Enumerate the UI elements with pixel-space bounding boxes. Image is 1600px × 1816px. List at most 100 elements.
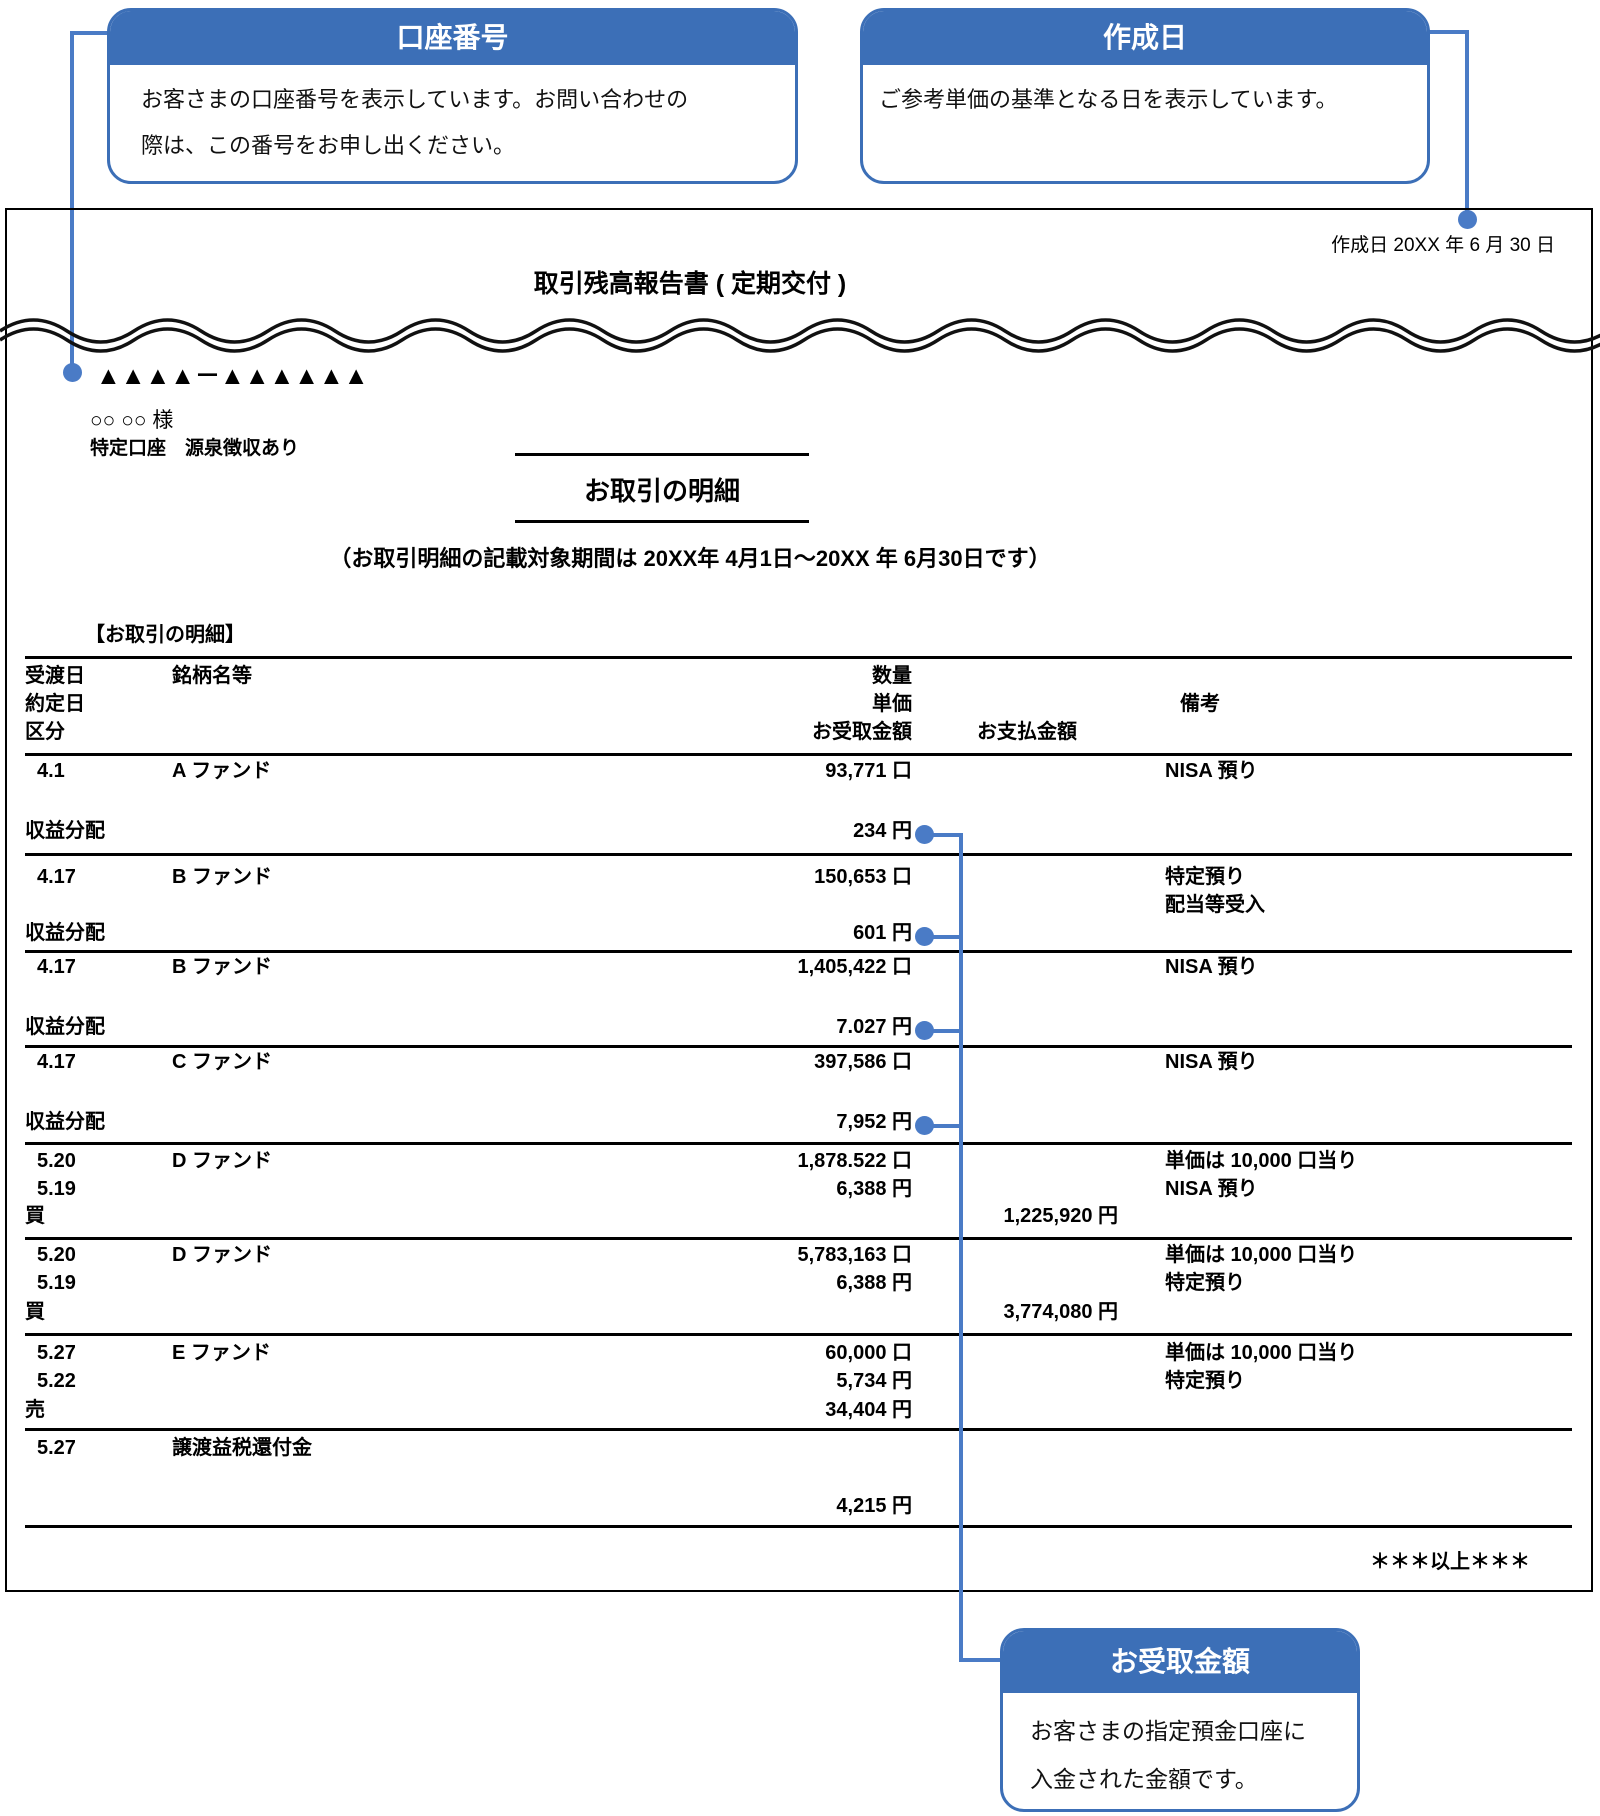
- connector-line: [959, 833, 963, 1662]
- connector-line: [924, 1124, 963, 1128]
- connector-line: [1465, 30, 1469, 215]
- cell-note: 単価は 10,000 口当り: [1165, 1150, 1358, 1172]
- table-row-line: 収益分配 601 円: [25, 918, 1572, 948]
- table-rule: [25, 1237, 1572, 1240]
- cell-payment: 3,774,080 円: [1003, 1301, 1118, 1323]
- cell-name: C ファンド: [172, 1051, 272, 1073]
- section-title-rule-top: [515, 453, 809, 456]
- callout-receipt-amount-title: お受取金額: [1003, 1631, 1357, 1693]
- callout-account-number-body-line2: 際は、この番号をお申し出ください。: [141, 133, 516, 158]
- table-row-line: 収益分配 7,952 円: [25, 1107, 1572, 1137]
- cell-receipt: 601 円: [853, 922, 912, 944]
- cell-note: 特定預り: [1165, 866, 1245, 888]
- cell-category: 収益分配: [25, 922, 105, 944]
- cell-category: 収益分配: [25, 820, 105, 842]
- connector-line: [70, 31, 110, 35]
- table-row-line: 4,215 円: [25, 1491, 1572, 1521]
- cell-quantity: 5,783,163 口: [797, 1244, 912, 1266]
- table-rule: [25, 1525, 1572, 1528]
- cell-category: 収益分配: [25, 1111, 105, 1133]
- cell-category: 売: [25, 1399, 45, 1421]
- callout-account-number: 口座番号 お客さまの口座番号を表示しています。お問い合わせの 際は、この番号をお…: [107, 8, 798, 184]
- connector-line: [70, 31, 74, 365]
- connector-dot: [63, 363, 82, 382]
- cell-quantity: 60,000 口: [825, 1342, 912, 1364]
- table-row-line: 収益分配 234 円: [25, 816, 1572, 846]
- callout-account-number-body-line1: お客さまの口座番号を表示しています。お問い合わせの: [141, 87, 689, 112]
- cell-date: 4.17: [37, 866, 76, 888]
- table-row-line: 4.17 B ファンド 1,405,422 口 NISA 預り: [25, 952, 1572, 982]
- cell-unit-price: 6,388 円: [836, 1272, 912, 1294]
- callout-creation-date: 作成日 ご参考単価の基準となる日を表示しています。: [860, 8, 1430, 184]
- cell-note: NISA 預り: [1165, 956, 1258, 978]
- header-delivery-date: 受渡日: [25, 665, 85, 687]
- cell-category: 買: [25, 1301, 45, 1323]
- cell-note: 特定預り: [1165, 1272, 1245, 1294]
- cell-category: 収益分配: [25, 1016, 105, 1038]
- callout-creation-date-body: ご参考単価の基準となる日を表示しています。: [879, 87, 1338, 112]
- cell-note: NISA 預り: [1165, 1178, 1258, 1200]
- doc-account-type: 特定口座 源泉徴収あり: [90, 438, 300, 459]
- table-header-line2: 約定日 単価 備考: [25, 689, 1572, 719]
- table-header-line3: 区分 お受取金額 お支払金額: [25, 717, 1572, 747]
- cell-receipt: 7.027 円: [836, 1016, 912, 1038]
- table-row-line: 5.19 6,388 円 特定預り: [25, 1268, 1572, 1298]
- table-rule: [25, 1333, 1572, 1336]
- cell-date: 4.1: [37, 760, 65, 782]
- table-row-line: 5.19 6,388 円 NISA 預り: [25, 1174, 1572, 1204]
- table-row-line: 収益分配 7.027 円: [25, 1012, 1572, 1042]
- table-rule: [25, 950, 1572, 953]
- cell-name: E ファンド: [172, 1342, 271, 1364]
- cell-note: 特定預り: [1165, 1370, 1245, 1392]
- table-header-line1: 受渡日 銘柄名等 数量: [25, 661, 1572, 691]
- table-row-line: 5.27 E ファンド 60,000 口 単価は 10,000 口当り: [25, 1338, 1572, 1368]
- cell-quantity: 150,653 口: [814, 866, 912, 888]
- cell-date: 4.17: [37, 956, 76, 978]
- connector-dot: [915, 927, 934, 946]
- cell-date: 5.27: [37, 1437, 76, 1459]
- connector-line: [959, 1658, 1004, 1662]
- cell-note: 単価は 10,000 口当り: [1165, 1342, 1358, 1364]
- table-row-line: 買 1,225,920 円: [25, 1201, 1572, 1231]
- callout-receipt-amount-body: お客さまの指定預金口座に 入金された金額です。: [1003, 1693, 1357, 1803]
- table-rule: [25, 853, 1572, 856]
- connector-line: [924, 1029, 963, 1033]
- callout-account-number-body: お客さまの口座番号を表示しています。お問い合わせの 際は、この番号をお申し出くだ…: [110, 65, 795, 169]
- cell-quantity: 93,771 口: [825, 760, 912, 782]
- cell-unit-price: 6,388 円: [836, 1178, 912, 1200]
- cell-date: 5.19: [37, 1272, 76, 1294]
- cell-date: 5.20: [37, 1244, 76, 1266]
- cell-name: D ファンド: [172, 1150, 272, 1172]
- cell-note: 単価は 10,000 口当り: [1165, 1244, 1358, 1266]
- cell-receipt: 4,215 円: [836, 1495, 912, 1517]
- table-row-line: 配当等受入: [25, 890, 1572, 920]
- cell-name: B ファンド: [172, 956, 272, 978]
- header-quantity: 数量: [872, 665, 912, 687]
- table-row-line: 5.20 D ファンド 1,878.522 口 単価は 10,000 口当り: [25, 1146, 1572, 1176]
- connector-line: [924, 833, 963, 837]
- header-remarks: 備考: [1180, 693, 1220, 715]
- header-trade-date: 約定日: [25, 693, 85, 715]
- table-row-line: 売 34,404 円: [25, 1395, 1572, 1425]
- connector-dot: [915, 1021, 934, 1040]
- callout-receipt-amount-body-line2: 入金された金額です。: [1030, 1766, 1258, 1792]
- table-row-line: 5.20 D ファンド 5,783,163 口 単価は 10,000 口当り: [25, 1240, 1572, 1270]
- table-rule: [25, 656, 1572, 659]
- connector-dot: [1458, 210, 1477, 229]
- cell-unit-price: 5,734 円: [836, 1370, 912, 1392]
- callout-receipt-amount-body-line1: お客さまの指定預金口座に: [1030, 1718, 1306, 1744]
- cell-payment: 1,225,920 円: [1003, 1205, 1118, 1227]
- doc-creation-date: 作成日 20XX 年 6 月 30 日: [1331, 235, 1555, 256]
- cell-date: 5.20: [37, 1150, 76, 1172]
- cell-name: B ファンド: [172, 866, 272, 888]
- wavy-tear-line: [0, 318, 1600, 353]
- cell-receipt: 34,404 円: [825, 1399, 912, 1421]
- callout-account-number-title: 口座番号: [110, 11, 795, 65]
- doc-title: 取引残高報告書 ( 定期交付 ): [533, 270, 847, 298]
- cell-name: D ファンド: [172, 1244, 272, 1266]
- table-rule: [25, 1045, 1572, 1048]
- table-label: 【お取引の明細】: [85, 624, 245, 646]
- table-rule: [25, 1142, 1572, 1145]
- cell-quantity: 397,586 口: [814, 1051, 912, 1073]
- header-payment-amount: お支払金額: [977, 721, 1077, 743]
